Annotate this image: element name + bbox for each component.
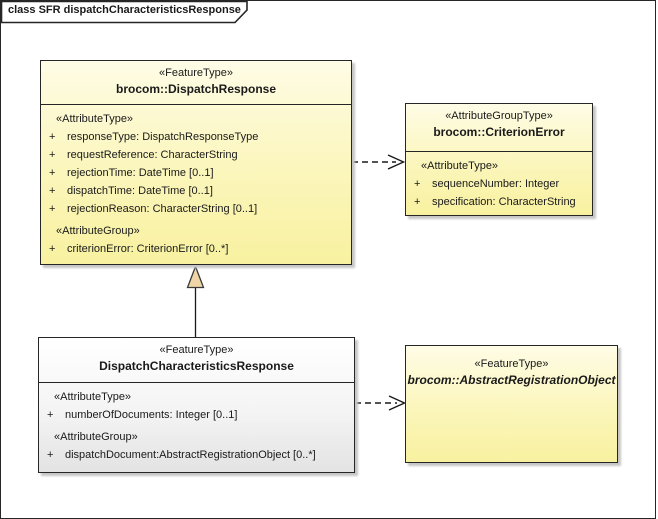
visibility-symbol: +: [49, 185, 56, 197]
class-box-dispatch-response[interactable]: «FeatureType» brocom::DispatchResponse «…: [40, 60, 352, 265]
class-stereotype: «AttributeGroupType»: [445, 110, 553, 122]
class-stereotype: «FeatureType»: [159, 67, 233, 79]
class-attributes: «AttributeType» + sequenceNumber: Intege…: [406, 152, 592, 211]
attribute-text: specification: CharacterString: [432, 196, 576, 208]
attribute-text: dispatchTime: DateTime [0..1]: [67, 185, 213, 197]
attribute-text: responseType: DispatchResponseType: [67, 131, 259, 143]
attribute-row: + rejectionReason: CharacterString [0..1…: [41, 200, 351, 218]
attribute-text: requestReference: CharacterString: [67, 149, 238, 161]
attribute-section-label: «AttributeType»: [56, 113, 134, 125]
generalization-arrow[interactable]: [186, 264, 205, 338]
attribute-section-label: «AttributeGroup»: [54, 431, 138, 443]
class-name: brocom::CriterionError: [433, 125, 565, 139]
attribute-text: rejectionTime: DateTime [0..1]: [67, 167, 214, 179]
visibility-symbol: +: [414, 196, 421, 208]
attribute-row: + dispatchDocument:AbstractRegistrationO…: [39, 446, 354, 464]
class-name: brocom::DispatchResponse: [115, 82, 277, 96]
class-attributes: «AttributeType» + responseType: Dispatch…: [41, 105, 351, 258]
attribute-text: sequenceNumber: Integer: [432, 178, 560, 190]
frame-tab: [0, 0, 248, 24]
attribute-row: + rejectionTime: DateTime [0..1]: [41, 164, 351, 182]
visibility-symbol: +: [49, 167, 56, 179]
dependency-arrow-criterion-error[interactable]: [352, 154, 406, 170]
attribute-text: numberOfDocuments: Integer [0..1]: [65, 409, 238, 421]
visibility-symbol: +: [414, 178, 421, 190]
visibility-symbol: +: [49, 203, 56, 215]
attribute-text: dispatchDocument:AbstractRegistrationObj…: [65, 449, 316, 461]
hollow-triangle-icon: [186, 264, 205, 289]
class-attributes: «AttributeType» + numberOfDocuments: Int…: [39, 383, 354, 464]
visibility-symbol: +: [47, 409, 54, 421]
attribute-section-label: «AttributeType»: [54, 391, 132, 403]
attribute-text: criterionError: CriterionError [0..*]: [67, 243, 229, 255]
class-stereotype: «FeatureType»: [159, 344, 234, 356]
class-stereotype: «FeatureType»: [474, 358, 549, 370]
attribute-row: + specification: CharacterString: [406, 193, 592, 211]
diagram-title: class SFR dispatchCharacteristicsRespons…: [8, 4, 241, 16]
attribute-row: + sequenceNumber: Integer: [406, 175, 592, 193]
class-header: «FeatureType» brocom::DispatchResponse: [41, 61, 351, 105]
attribute-row: + numberOfDocuments: Integer [0..1]: [39, 406, 354, 424]
open-arrowhead-icon: [387, 154, 406, 170]
visibility-symbol: +: [47, 449, 54, 461]
class-box-abstract-registration-object[interactable]: «FeatureType» brocom::AbstractRegistrati…: [405, 345, 618, 463]
open-arrowhead-icon: [388, 395, 407, 411]
dependency-arrow-dispatch-document[interactable]: [355, 395, 407, 411]
visibility-symbol: +: [49, 131, 56, 143]
class-name: DispatchCharacteristicsResponse: [99, 359, 294, 373]
class-header: «AttributeGroupType» brocom::CriterionEr…: [406, 104, 592, 152]
attribute-row: + requestReference: CharacterString: [41, 146, 351, 164]
visibility-symbol: +: [49, 243, 56, 255]
class-name: brocom::AbstractRegistrationObject: [407, 373, 616, 387]
attribute-row: + criterionError: CriterionError [0..*]: [41, 240, 351, 258]
attribute-section-label: «AttributeType»: [421, 160, 499, 172]
attribute-row: + responseType: DispatchResponseType: [41, 128, 351, 146]
class-box-dispatch-characteristics-response[interactable]: «FeatureType» DispatchCharacteristicsRes…: [38, 337, 355, 473]
class-box-criterion-error[interactable]: «AttributeGroupType» brocom::CriterionEr…: [405, 103, 593, 216]
attribute-text: rejectionReason: CharacterString [0..1]: [67, 203, 258, 215]
attribute-row: + dispatchTime: DateTime [0..1]: [41, 182, 351, 200]
class-header: «FeatureType» DispatchCharacteristicsRes…: [39, 338, 354, 383]
attribute-section-label: «AttributeGroup»: [56, 225, 140, 237]
visibility-symbol: +: [49, 149, 56, 161]
class-header: «FeatureType» brocom::AbstractRegistrati…: [406, 346, 617, 396]
